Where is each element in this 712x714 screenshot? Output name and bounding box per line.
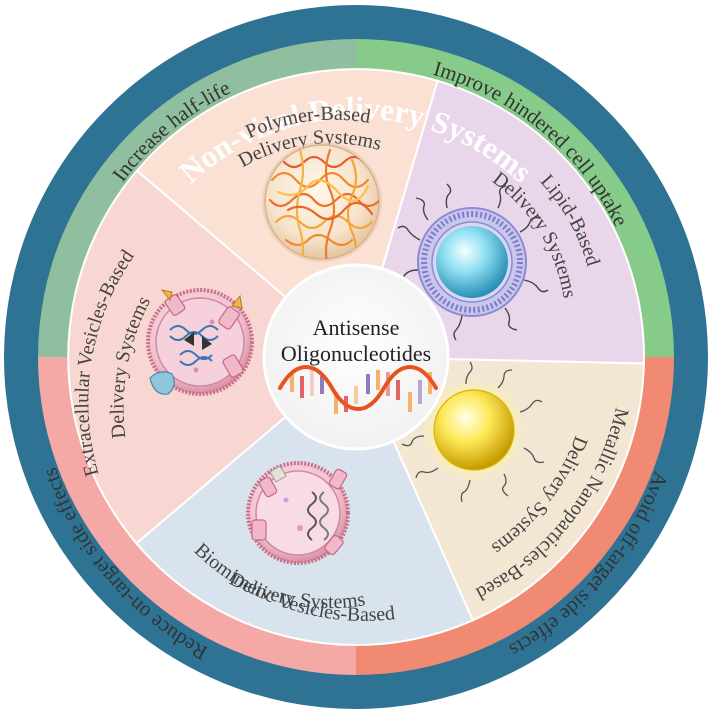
center-title-line2: Oligonucleotides — [281, 341, 431, 366]
oligonucleotide-strand-icon — [278, 365, 438, 414]
center-title-line1: Antisense — [313, 315, 400, 340]
polymer-nanoparticle-icon — [262, 142, 382, 262]
extracellular-vesicle-icon — [146, 288, 254, 396]
biomimetic-vesicle-icon — [246, 461, 350, 565]
lipid-nanoparticle-icon — [393, 183, 549, 341]
metallic-nanoparticle-icon — [401, 361, 545, 503]
center-circle — [262, 263, 450, 451]
